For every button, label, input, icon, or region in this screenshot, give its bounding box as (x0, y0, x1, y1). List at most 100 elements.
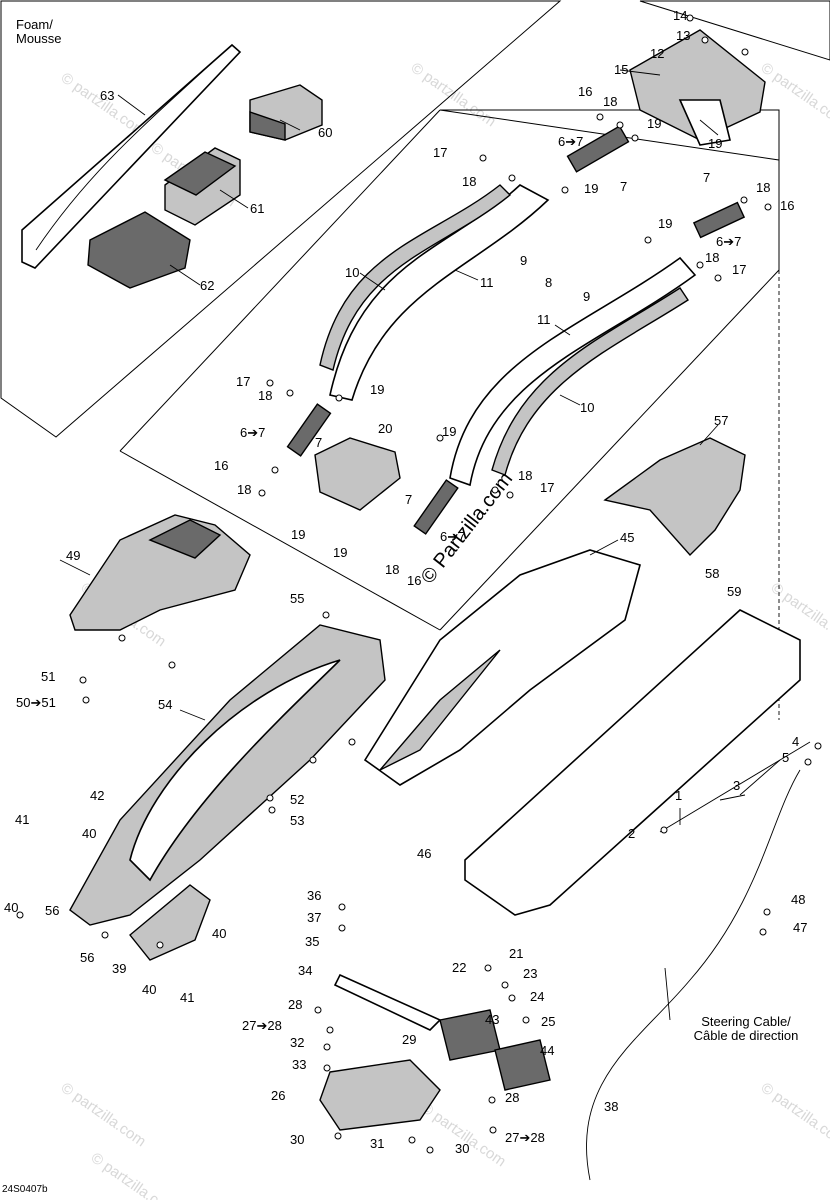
hardware-fastener (156, 941, 164, 949)
callout-59: 59 (727, 584, 741, 599)
callout-17: 17 (433, 145, 447, 160)
callout-18: 18 (237, 482, 251, 497)
callout-19: 19 (658, 216, 672, 231)
hardware-fastener (79, 676, 87, 684)
callout-43: 43 (485, 1012, 499, 1027)
part-6-grip (692, 201, 746, 239)
hardware-fastener (286, 389, 294, 397)
hardware-fastener (118, 634, 126, 642)
part-15-bracket (629, 29, 766, 141)
callout-42: 42 (90, 788, 104, 803)
callout-5: 5 (782, 750, 789, 765)
callout-54: 54 (158, 697, 172, 712)
callout-19: 19 (291, 527, 305, 542)
hardware-fastener (508, 174, 516, 182)
callout-6-to-7: 6➔7 (240, 425, 265, 440)
hardware-fastener (314, 1006, 322, 1014)
hardware-fastener (271, 466, 279, 474)
part-20-support (314, 437, 401, 511)
callout-41: 41 (15, 812, 29, 827)
hardware-fastener (326, 1026, 334, 1034)
hardware-fastener (631, 134, 639, 142)
hardware-fastener (323, 1064, 331, 1072)
callout-32: 32 (290, 1035, 304, 1050)
callout-13: 13 (676, 28, 690, 43)
callout-16: 16 (780, 198, 794, 213)
callout-8: 8 (545, 275, 552, 290)
callout-34: 34 (298, 963, 312, 978)
callout-10: 10 (580, 400, 594, 415)
part-44-sleeve (494, 1039, 551, 1091)
callout-61: 61 (250, 201, 264, 216)
callout-17: 17 (236, 374, 250, 389)
callout-16: 16 (214, 458, 228, 473)
hardware-fastener (488, 1096, 496, 1104)
callout-20: 20 (378, 421, 392, 436)
hardware-fastener (686, 14, 694, 22)
hardware-fastener (426, 1146, 434, 1154)
callout-7: 7 (620, 179, 627, 194)
hardware-fastener (479, 154, 487, 162)
callout-25: 25 (541, 1014, 555, 1029)
hardware-fastener (561, 186, 569, 194)
foam-label: Foam/ Mousse (16, 17, 62, 46)
callout-10: 10 (345, 265, 359, 280)
callout-19: 19 (370, 382, 384, 397)
callout-9: 9 (520, 253, 527, 268)
callout-23: 23 (523, 966, 537, 981)
callout-60: 60 (318, 125, 332, 140)
hardware-fastener (616, 121, 624, 129)
callout-18: 18 (462, 174, 476, 189)
callout-6-to-7: 6➔7 (440, 529, 465, 544)
callout-51: 51 (41, 669, 55, 684)
callout-9: 9 (583, 289, 590, 304)
callout-6-to-7: 6➔7 (558, 134, 583, 149)
callout-3: 3 (733, 778, 740, 793)
callout-56: 56 (45, 903, 59, 918)
callout-44: 44 (540, 1043, 554, 1058)
callout-33: 33 (292, 1057, 306, 1072)
callout-45: 45 (620, 530, 634, 545)
hardware-fastener (348, 738, 356, 746)
callout-24: 24 (530, 989, 544, 1004)
hardware-fastener (522, 1016, 530, 1024)
hardware-fastener (804, 758, 812, 766)
part-39-bracket (129, 884, 211, 961)
hardware-fastener (334, 1132, 342, 1140)
part-26-base (319, 1059, 441, 1131)
callout-48: 48 (791, 892, 805, 907)
hardware-fastener (696, 261, 704, 269)
part-3-cable (659, 741, 811, 833)
callout-40: 40 (4, 900, 18, 915)
hardware-fastener (266, 379, 274, 387)
hardware-fastener (266, 794, 274, 802)
hardware-fastener (101, 931, 109, 939)
handle-pole (464, 609, 801, 916)
part-6-grip (286, 403, 332, 457)
hardware-fastener (489, 1126, 497, 1134)
callout-18: 18 (258, 388, 272, 403)
callout-53: 53 (290, 813, 304, 828)
hardware-fastener (258, 489, 266, 497)
callout-7: 7 (405, 492, 412, 507)
callout-40: 40 (212, 926, 226, 941)
hardware-fastener (763, 908, 771, 916)
hardware-fastener (506, 491, 514, 499)
callout-50-to-51: 50➔51 (16, 695, 56, 710)
hardware-fastener (508, 994, 516, 1002)
callout-37: 37 (307, 910, 321, 925)
callout-27-to-28: 27➔28 (505, 1130, 545, 1145)
callout-7: 7 (703, 170, 710, 185)
callout-36: 36 (307, 888, 321, 903)
figure-code: 24S0407b (2, 1184, 48, 1195)
callout-15: 15 (614, 62, 628, 77)
hardware-fastener (338, 924, 346, 932)
callout-18: 18 (603, 94, 617, 109)
steering-cable (586, 769, 801, 1181)
callout-38: 38 (604, 1099, 618, 1114)
callout-22: 22 (452, 960, 466, 975)
callout-19: 19 (442, 424, 456, 439)
callout-17: 17 (540, 480, 554, 495)
